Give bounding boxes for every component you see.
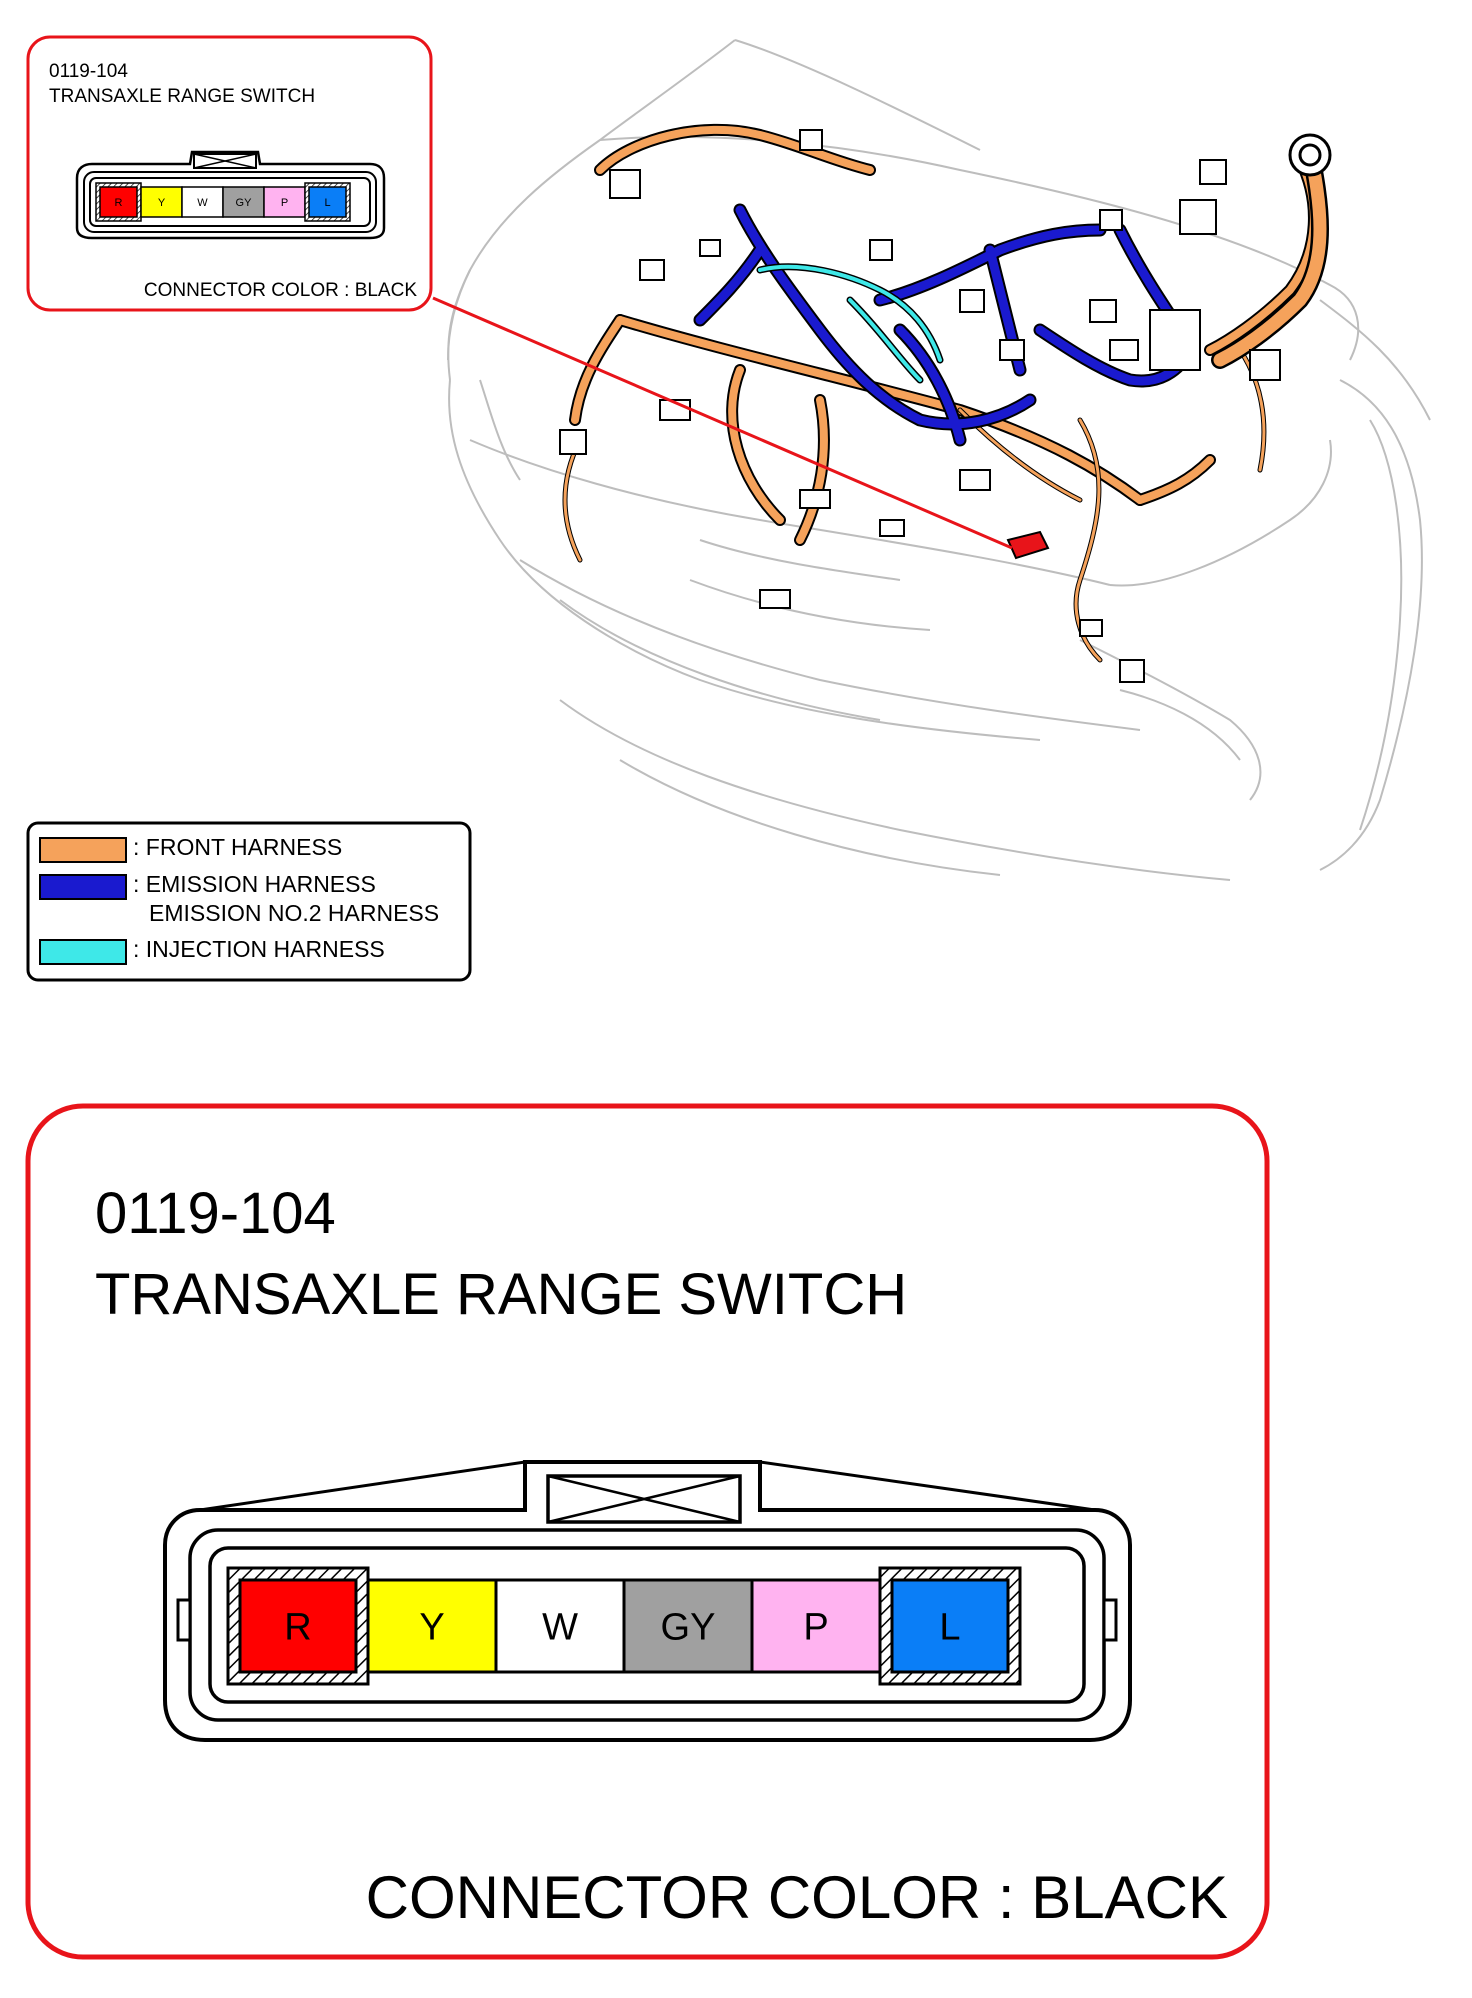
pin-label: Y <box>419 1607 444 1649</box>
callout-small-connector-color: CONNECTOR COLOR : BLACK <box>144 280 417 301</box>
pin-fill <box>890 1578 1010 1674</box>
pin-cell-y: Y <box>140 186 183 218</box>
pin-cell-w: W <box>494 1578 626 1674</box>
pin-label: L <box>939 1607 960 1649</box>
legend-item: : INJECTION HARNESS <box>39 936 385 965</box>
harness-legend: : FRONT HARNESS : EMISSION HARNESS EMISSIO… <box>26 821 472 982</box>
pin-cell-r: R <box>226 1566 370 1686</box>
legend-item: : FRONT HARNESS <box>39 834 342 863</box>
pin-fill <box>366 1578 498 1674</box>
harness-grommet-inner <box>1298 143 1322 167</box>
pin-label: W <box>542 1607 578 1649</box>
pin-cell-p: P <box>750 1578 882 1674</box>
pin-cell-p: P <box>263 186 306 218</box>
pin-label: L <box>324 197 330 209</box>
pin-cell-w: W <box>181 186 224 218</box>
legend-label: : EMISSION HARNESS <box>133 871 376 897</box>
pin-row-small: R Y W GY P L <box>95 182 351 222</box>
pin-cell-l: L <box>878 1566 1022 1686</box>
highlighted-connector <box>1006 530 1050 560</box>
vehicle-illustration <box>447 39 1431 881</box>
pin-fill <box>263 186 306 218</box>
leader-line <box>432 296 1013 550</box>
pin-label: GY <box>661 1607 716 1649</box>
callout-large-connector-color: CONNECTOR COLOR : BLACK <box>366 1864 1228 1931</box>
pin-fill <box>99 186 138 218</box>
callout-large-code: 0119-104 <box>95 1181 336 1246</box>
legend-label: EMISSION NO.2 HARNESS <box>149 900 439 926</box>
harness-connectors <box>559 129 1281 683</box>
pin-label: Y <box>158 197 166 209</box>
callout-small-code: 0119-104 <box>49 61 128 82</box>
pin-fill <box>494 1578 626 1674</box>
pin-fill <box>238 1578 358 1674</box>
pin-row-large: R Y W GY P L <box>226 1566 1022 1686</box>
pin-label: R <box>284 1607 311 1649</box>
legend-swatch <box>39 874 127 900</box>
pin-label: R <box>115 197 123 209</box>
injection-harness-lines <box>756 263 944 384</box>
connector-face-small: R Y W GY P L <box>75 150 386 240</box>
pin-label: P <box>803 1607 828 1649</box>
emission-harness-lines <box>693 203 1197 447</box>
legend-item: : EMISSION HARNESS EMISSION NO.2 HARNESS <box>39 871 439 926</box>
pin-cell-y: Y <box>366 1578 498 1674</box>
pin-cell-gy: GY <box>622 1578 754 1674</box>
legend-swatch <box>39 939 127 965</box>
callout-large-title: TRANSAXLE RANGE SWITCH <box>95 1262 907 1327</box>
connector-face-large: R Y W GY P L <box>163 1460 1132 1742</box>
legend-swatch <box>39 837 127 863</box>
callout-small-title: TRANSAXLE RANGE SWITCH <box>49 86 315 107</box>
pin-fill <box>750 1578 882 1674</box>
pin-label: GY <box>236 197 253 209</box>
pin-cell-l: L <box>304 182 351 222</box>
legend-label: : FRONT HARNESS <box>133 834 342 860</box>
pin-fill <box>222 186 265 218</box>
pin-fill <box>308 186 347 218</box>
pin-label: W <box>197 197 208 209</box>
front-harness-lines <box>562 123 1329 663</box>
pin-fill <box>622 1578 754 1674</box>
legend-label: : INJECTION HARNESS <box>133 936 385 962</box>
pin-cell-gy: GY <box>222 186 265 218</box>
pin-cell-r: R <box>95 182 142 222</box>
pin-label: P <box>281 197 288 209</box>
legend-items: : FRONT HARNESS : EMISSION HARNESS EMISSIO… <box>39 834 439 965</box>
